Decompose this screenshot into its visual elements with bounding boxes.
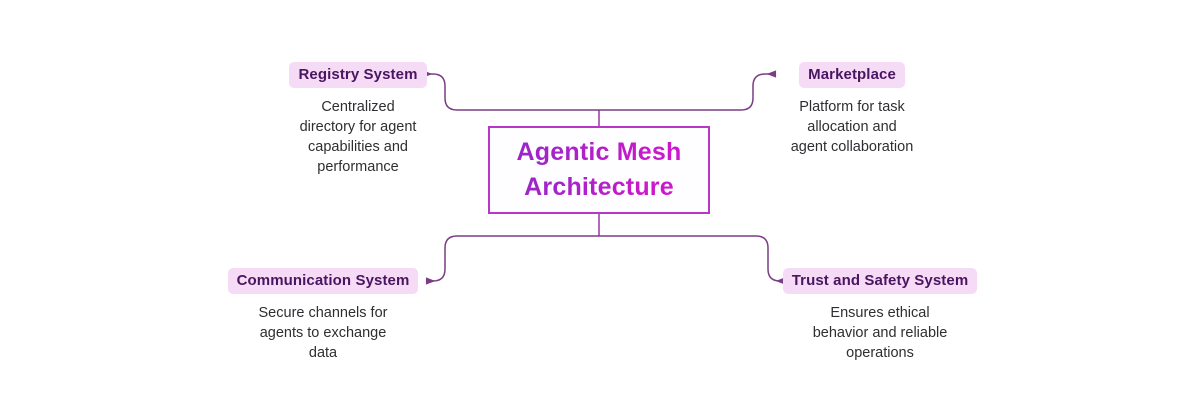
branch-label-communication-system[interactable]: Communication System xyxy=(227,268,419,294)
branch-description-marketplace: Platform for task allocation and agent c… xyxy=(790,99,914,155)
center-title-line-2: Architecture xyxy=(524,170,674,205)
branch-label-marketplace[interactable]: Marketplace xyxy=(799,62,905,88)
branch-label-trust-and-safety-system[interactable]: Trust and Safety System xyxy=(782,268,978,294)
branch-communication-system[interactable]: Communication System Secure channels for… xyxy=(222,268,424,363)
connector-marketplace xyxy=(599,70,777,111)
branch-marketplace[interactable]: Marketplace Platform for task allocation… xyxy=(772,62,932,157)
branch-registry-system[interactable]: Registry System Centralized directory fo… xyxy=(278,62,438,177)
connector-trust-and-safety-system xyxy=(599,235,786,285)
connector-registry-system xyxy=(422,70,599,111)
center-title-line-1: Agentic Mesh xyxy=(517,135,682,170)
branch-description-trust-and-safety-system: Ensures ethical behavior and reliable op… xyxy=(812,305,948,361)
branch-trust-and-safety-system[interactable]: Trust and Safety System Ensures ethical … xyxy=(776,268,984,363)
branch-description-registry-system: Centralized directory for agent capabili… xyxy=(299,99,417,175)
branch-description-communication-system: Secure channels for agents to exchange d… xyxy=(258,305,388,361)
center-node[interactable]: Agentic Mesh Architecture xyxy=(488,126,710,214)
connector-communication-system xyxy=(425,235,599,285)
branch-label-registry-system[interactable]: Registry System xyxy=(289,62,427,88)
